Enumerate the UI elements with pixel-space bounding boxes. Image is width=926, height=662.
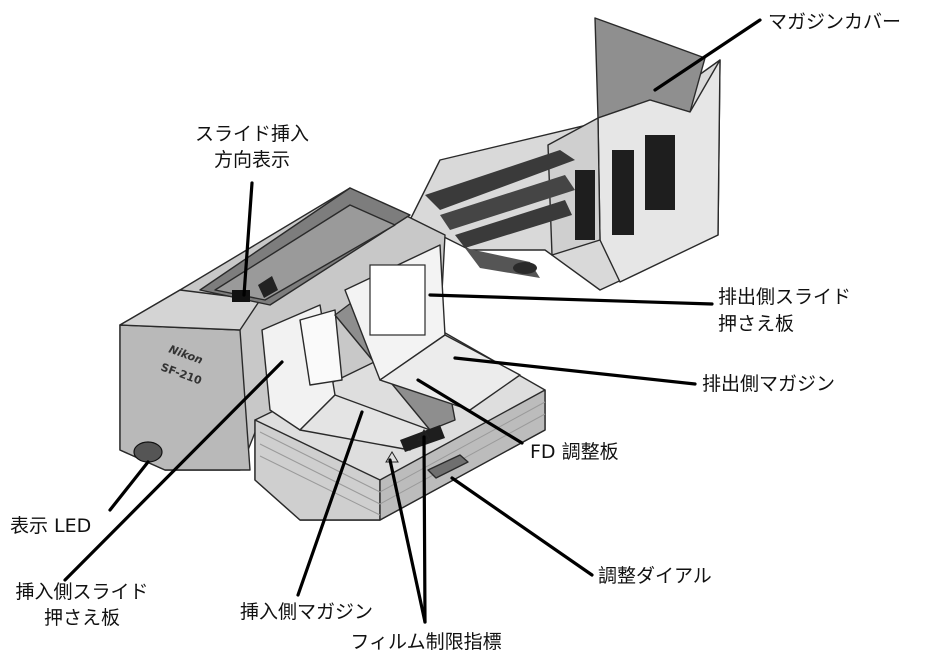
label-fd-plate: FD 調整板: [530, 441, 619, 463]
magazine-tray: [254, 244, 546, 521]
leader-adjust-dial: [450, 476, 594, 577]
leader-film-limit-a: [388, 458, 427, 624]
leader-lines: [63, 18, 762, 624]
label-slide-direction-line1: スライド挿入: [195, 123, 309, 145]
leader-eject-slide-holder: [428, 293, 714, 306]
led-lamp: [133, 441, 163, 463]
label-eject-slide-holder-line1: 排出側スライド: [718, 286, 851, 308]
label-eject-magazine: 排出側マガジン: [702, 373, 835, 395]
scanner-body: Nikon SF-210: [119, 187, 446, 471]
leader-magazine-cover: [653, 18, 762, 92]
label-adjust-dial: 調整ダイアル: [598, 565, 712, 587]
leader-fd-plate: [416, 378, 524, 445]
label-slide-direction-line2: 方向表示: [214, 149, 290, 171]
magazine-cover: [409, 17, 721, 291]
label-eject-slide-holder-line2: 押さえ板: [718, 313, 794, 335]
leader-insert-magazine: [296, 410, 364, 597]
sf-210-device: Nikon SF-210: [119, 17, 721, 521]
label-insert-slide-holder-line1: 挿入側スライド: [15, 581, 148, 603]
label-magazine-cover: マガジンカバー: [768, 11, 901, 33]
label-insert-magazine: 挿入側マガジン: [240, 601, 373, 623]
label-film-limit-mark: フィルム制限指標: [350, 631, 501, 653]
dial-knob: [427, 454, 469, 479]
label-display-led: 表示 LED: [10, 515, 91, 537]
leader-display-led: [108, 460, 150, 512]
labels: マガジンカバー スライド挿入 方向表示 排出側スライド 押さえ板 排出側マガジン…: [10, 11, 901, 653]
leader-film-limit-b: [422, 435, 427, 624]
leader-slide-direction: [242, 181, 254, 297]
leader-insert-slide-holder: [63, 360, 284, 582]
label-insert-slide-holder-line2: 押さえ板: [44, 607, 120, 629]
leader-eject-magazine: [453, 356, 697, 386]
